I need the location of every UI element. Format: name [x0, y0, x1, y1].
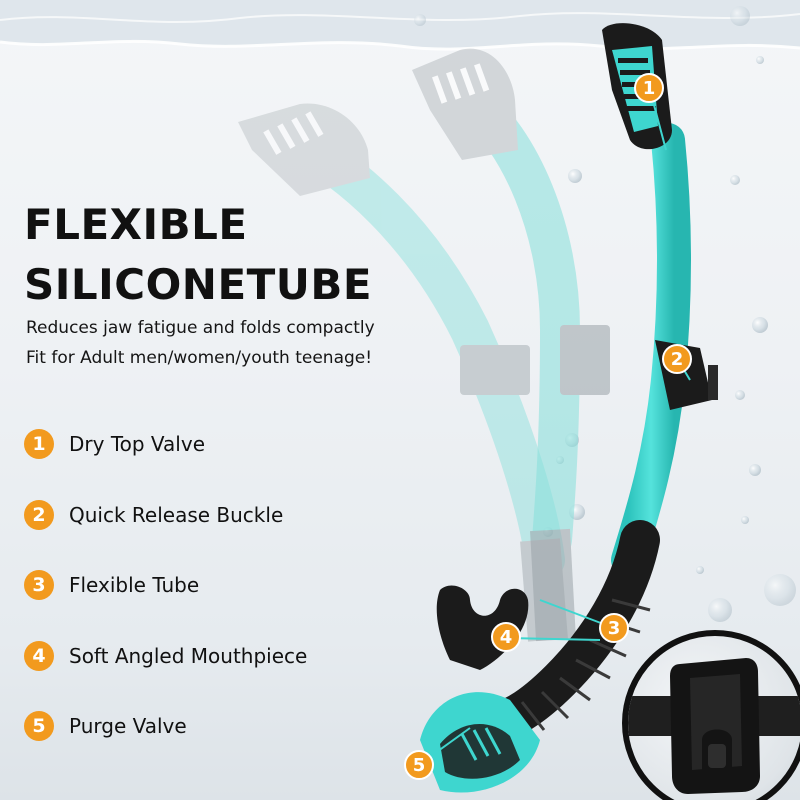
feature-number-badge: 5 [24, 711, 54, 741]
feature-label: Flexible Tube [69, 573, 200, 597]
callout-marker-purge-valve: 5 [404, 750, 434, 780]
feature-item-flexible-tube: 3 Flexible Tube [24, 568, 384, 602]
headline-line-2: SILICONETUBE [24, 260, 373, 309]
subtitle-line-2: Fit for Adult men/women/youth teenage! [26, 348, 373, 368]
buckle-detail-inset [622, 630, 800, 800]
feature-label: Purge Valve [69, 714, 187, 738]
feature-number-badge: 2 [24, 500, 54, 530]
feature-number-badge: 3 [24, 570, 54, 600]
snorkel-ghost-middle [412, 48, 610, 642]
callout-marker-mouthpiece: 4 [491, 622, 521, 652]
feature-label: Dry Top Valve [69, 432, 206, 456]
feature-item-quick-release-buckle: 2 Quick Release Buckle [24, 498, 384, 532]
snorkel-ghost-left [238, 103, 568, 642]
feature-label: Soft Angled Mouthpiece [69, 644, 308, 668]
feature-item-purge-valve: 5 Purge Valve [24, 709, 384, 743]
feature-number-badge: 1 [24, 429, 54, 459]
feature-number-badge: 4 [24, 641, 54, 671]
feature-label: Quick Release Buckle [69, 503, 284, 527]
snorkel-main [420, 23, 718, 793]
feature-item-soft-angled-mouthpiece: 4 Soft Angled Mouthpiece [24, 639, 384, 673]
buckle-detail-graphic [628, 658, 800, 794]
callout-marker-buckle: 2 [662, 344, 692, 374]
feature-item-dry-top-valve: 1 Dry Top Valve [24, 427, 384, 461]
subtitle-line-1: Reduces jaw fatigue and folds compactly [26, 318, 375, 338]
water-surface [0, 0, 800, 51]
headline-line-1: FLEXIBLE [24, 200, 248, 249]
callout-marker-dry-top-valve: 1 [634, 73, 664, 103]
callout-marker-flexible-tube: 3 [599, 613, 629, 643]
